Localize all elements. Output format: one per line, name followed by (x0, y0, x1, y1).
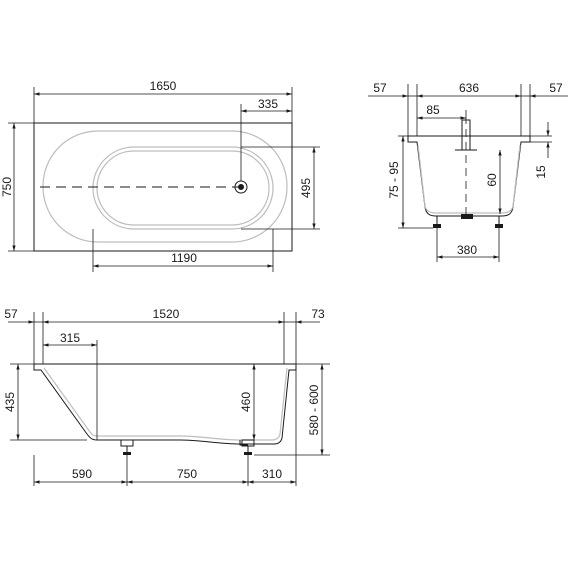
dim-1520: 1520 (153, 307, 180, 321)
side-section-outer (33, 363, 297, 445)
dim-636: 636 (459, 81, 479, 95)
side-feet (120, 439, 255, 455)
dim-60: 60 (485, 173, 499, 187)
dim-15: 15 (534, 165, 548, 179)
dim-460: 460 (239, 392, 253, 412)
dim-335: 335 (258, 97, 278, 111)
dim-85: 85 (426, 103, 440, 117)
dim-380: 380 (457, 243, 477, 257)
drain-center (238, 184, 244, 190)
dim-57-end-left: 57 (373, 81, 387, 95)
dim-75-95: 75 - 95 (387, 161, 401, 199)
dim-750-side: 750 (177, 467, 197, 481)
dim-57-side: 57 (4, 307, 18, 321)
dim-73: 73 (311, 307, 325, 321)
dim-750: 750 (0, 177, 14, 197)
end-section-view: 57 636 57 85 75 - 95 60 15 380 (368, 81, 568, 262)
end-section-inner (417, 144, 521, 214)
dim-1190: 1190 (171, 251, 197, 265)
tub-outline (33, 122, 293, 252)
dim-310: 310 (262, 467, 282, 481)
tub-basin-inner (96, 150, 270, 226)
side-section-inner (43, 367, 288, 441)
top-view: 1650 335 750 495 1190 (0, 79, 320, 272)
dim-435: 435 (3, 392, 17, 412)
dim-1650: 1650 (150, 79, 177, 93)
tub-basin (92, 146, 274, 230)
dim-590: 590 (72, 467, 92, 481)
outlet-bottom (461, 214, 473, 219)
side-section-view: 57 1520 73 315 435 460 580 - 600 590 750… (3, 307, 330, 486)
end-feet (433, 216, 503, 228)
dim-495: 495 (299, 178, 313, 198)
end-section-outer (407, 135, 531, 217)
side-outlet (239, 440, 248, 446)
dim-315: 315 (60, 331, 80, 345)
dim-580-600: 580 - 600 (307, 384, 321, 435)
dim-57-end-right: 57 (549, 81, 563, 95)
